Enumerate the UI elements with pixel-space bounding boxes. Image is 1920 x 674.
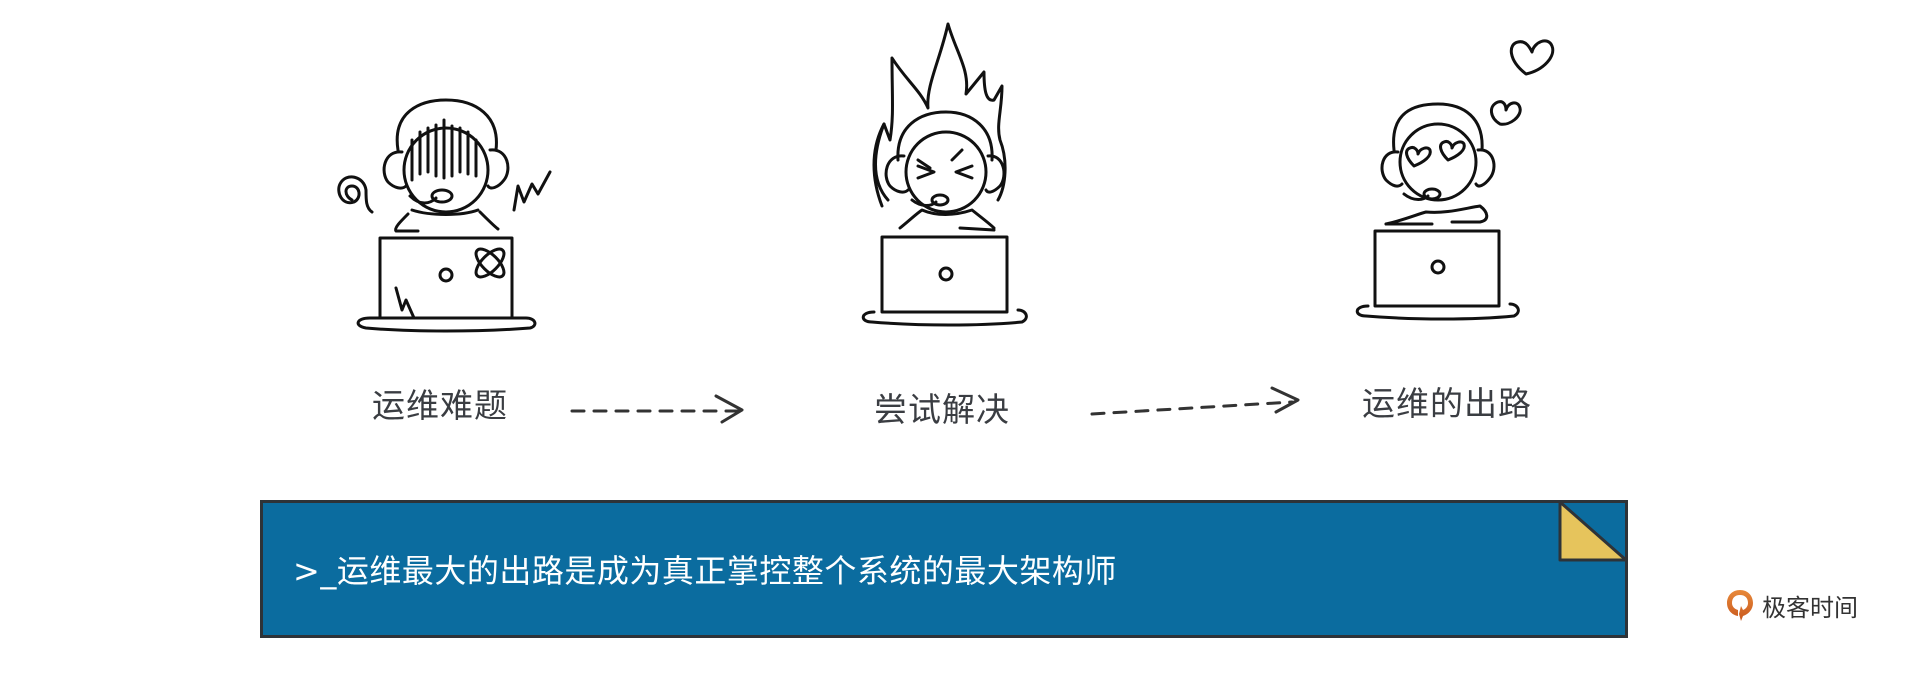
stage-label-attempt: 尝试解决: [874, 390, 1010, 429]
stage-label-problem: 运维难题: [372, 386, 508, 425]
banner-text: >_运维最大的出路是成为真正掌控整个系统的最大架构师: [293, 552, 1117, 590]
happy-operator-figure: [1355, 39, 1555, 321]
angry-operator-figure: [861, 22, 1028, 327]
conclusion-banner: >_运维最大的出路是成为真正掌控整个系统的最大架构师: [260, 500, 1628, 638]
geektime-logo-text: 极客时间: [1762, 593, 1858, 622]
arrow-problem-to-attempt: [570, 394, 744, 424]
geektime-logo-icon: [1727, 590, 1753, 621]
geektime-logo: 极客时间: [1726, 588, 1858, 622]
arrow-attempt-to-outlet: [1090, 386, 1300, 416]
frustrated-operator-figure: [337, 98, 552, 333]
folded-corner-icon: [1558, 500, 1628, 562]
stage-label-outlet: 运维的出路: [1362, 384, 1532, 423]
